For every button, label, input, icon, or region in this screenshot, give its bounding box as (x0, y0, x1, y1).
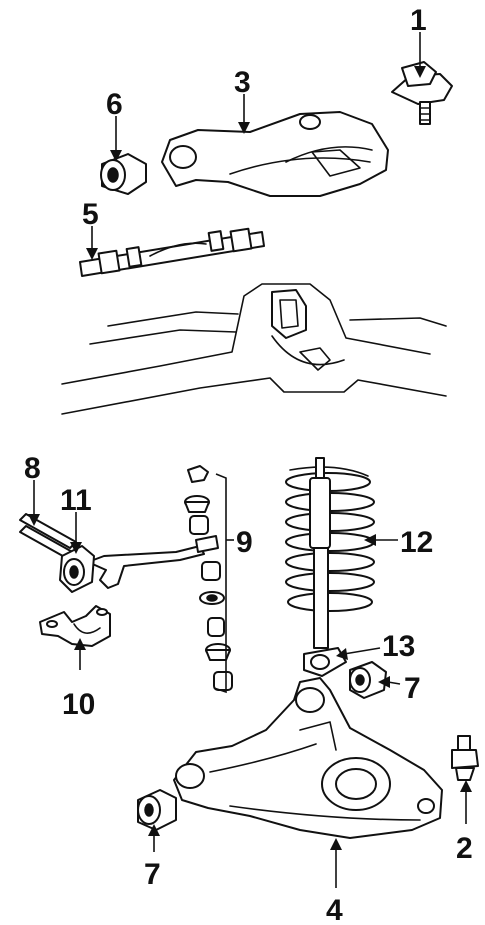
lower-control-arm (173, 677, 443, 839)
callout-7-right: 7 (404, 672, 421, 705)
shaft-kit (79, 227, 265, 277)
callout-2: 2 (456, 832, 473, 865)
callout-12: 12 (400, 526, 433, 559)
callout-7-left: 7 (144, 858, 161, 891)
callout-3: 3 (234, 66, 251, 99)
callout-13: 13 (382, 630, 415, 663)
callout-10: 10 (62, 688, 95, 721)
stabilizer-bushing (59, 545, 95, 593)
upper-bushing (100, 153, 147, 195)
callout-1: 1 (410, 4, 427, 37)
callout-11: 11 (60, 484, 92, 517)
callout-9: 9 (236, 526, 253, 559)
leader-lines (28, 32, 472, 888)
callout-labels: 1 2 3 4 5 6 7 7 8 9 10 11 12 13 (24, 4, 473, 925)
callout-6: 6 (106, 88, 123, 121)
lower-bushing-right (349, 661, 387, 699)
frame-crossmember (61, 283, 447, 415)
stabilizer-bracket (39, 605, 111, 647)
upper-control-arm (161, 111, 389, 197)
upper-ball-joint (391, 61, 453, 125)
lower-bushing-left (137, 789, 177, 831)
link-kit (184, 465, 234, 694)
stabilizer-bar (19, 513, 205, 589)
callout-4: 4 (326, 894, 343, 925)
shock-absorber (303, 457, 347, 677)
callout-8: 8 (24, 452, 41, 485)
lower-ball-joint (451, 735, 479, 781)
callout-5: 5 (82, 198, 99, 231)
